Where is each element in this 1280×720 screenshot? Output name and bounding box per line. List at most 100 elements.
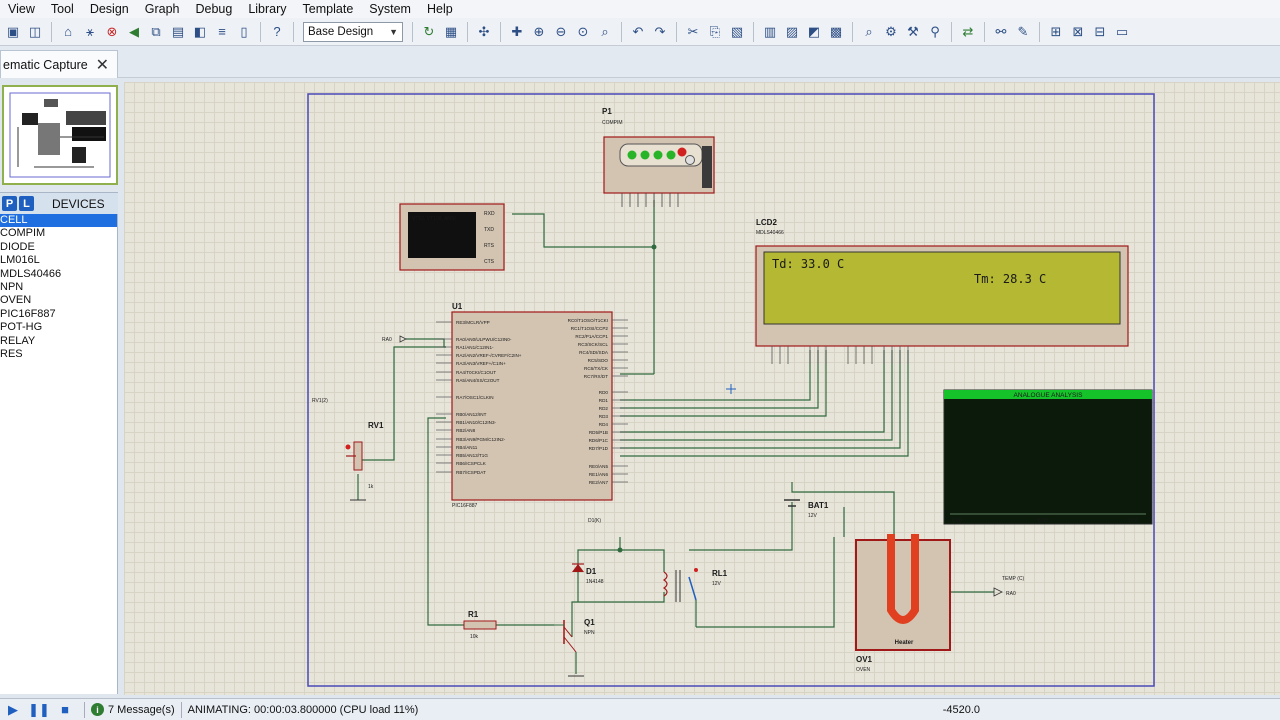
zoom-all-icon[interactable]: ⊙ [577, 23, 589, 39]
potentiometer-rv1[interactable]: RV1(2) RV1 1k [312, 398, 384, 501]
redo-icon[interactable]: ↷ [654, 23, 666, 39]
pan-icon[interactable]: ✚ [511, 23, 523, 39]
wire-autoroute-icon[interactable]: ⇄ [962, 23, 974, 39]
make-device-icon[interactable]: ⚙ [885, 23, 897, 39]
u1-pin-label: RC5/SDO [588, 358, 609, 363]
menu-tool[interactable]: Tool [50, 2, 74, 16]
design-combo-value: Base Design [308, 25, 374, 38]
schematic-icon[interactable]: ⚹ [86, 23, 94, 39]
device-item[interactable]: POT-HG [0, 321, 43, 334]
import-icon[interactable]: ◫ [28, 23, 42, 39]
search-icon[interactable]: ⚯ [995, 23, 1007, 39]
device-item[interactable]: COMPIM [0, 227, 46, 240]
block-copy-icon[interactable]: ▥ [763, 23, 777, 39]
tab-schematic-capture[interactable]: ematic Capture ✕ [0, 50, 118, 78]
u1-pin-label: RD3 [599, 414, 609, 419]
device-item[interactable]: MDLS40466 [0, 267, 62, 280]
home-icon[interactable]: ⌂ [64, 24, 72, 39]
copy-icon[interactable]: ⎘ [709, 23, 721, 39]
rv1-probe: RV1(2) [312, 398, 328, 404]
u1-pin-label: RD2 [599, 406, 609, 411]
q1-type: NPN [584, 630, 595, 636]
pause-button[interactable]: ❚❚ [28, 701, 50, 717]
device-item[interactable]: NPN [0, 280, 24, 293]
u1-pin-label: RB6/ICSPCLK [456, 461, 487, 466]
compim-p1[interactable]: P1 COMPIM [602, 107, 715, 207]
oven-ov1[interactable]: Heater OV1 OVEN [855, 534, 951, 673]
help-icon[interactable]: ? [273, 24, 281, 39]
device-item[interactable]: RES [0, 347, 23, 360]
devices-title: DEVICES [52, 196, 105, 211]
property-icon[interactable]: ✎ [1017, 23, 1029, 39]
document-icon[interactable]: ▯ [240, 23, 248, 39]
u1-pin-label: RA1/AN1/C12IN1- [456, 345, 494, 350]
device-item[interactable]: LM016L [0, 254, 40, 267]
library-button[interactable]: L [19, 196, 34, 211]
menu-library[interactable]: Library [248, 2, 287, 16]
virtual-terminal[interactable]: VT52, VT100, ANSI RXD TXD RTS CTS [399, 203, 505, 271]
origin-icon[interactable]: ✣ [478, 23, 490, 39]
package-icon[interactable]: ⚒ [907, 23, 919, 39]
resistor-r1[interactable]: R1 10k [463, 610, 497, 640]
exit-sheet-icon[interactable]: ⊟ [1094, 23, 1106, 39]
d1-ref: D1 [586, 567, 597, 576]
device-item[interactable]: RELAY [0, 334, 36, 347]
menu-debug[interactable]: Debug [195, 2, 233, 16]
step-button[interactable]: ▶ [8, 701, 18, 717]
pic16f887-u1[interactable]: U1 RE3/MCLR/VPPRA0/AN0/ULPWU/C12IN0-RA1/… [436, 302, 628, 509]
menu-system[interactable]: System [369, 2, 411, 16]
menu-graph[interactable]: Graph [144, 2, 180, 16]
menu-template[interactable]: Template [302, 2, 354, 16]
device-item[interactable]: PIC16F887 [0, 307, 56, 320]
schematic-canvas[interactable]: VT52, VT100, ANSI RXD TXD RTS CTS P1 COM… [124, 82, 1280, 695]
bom-icon[interactable]: ≡ [218, 24, 226, 39]
component-icon[interactable]: ⧉ [151, 23, 161, 39]
zoom-in-icon[interactable]: ⊕ [533, 23, 545, 39]
lcd-display[interactable]: LCD2 MDLS40466 Td: 33.0 C Tm: 28.3 C [755, 218, 1129, 364]
transistor-q1[interactable]: Q1 NPN [550, 618, 595, 677]
device-item[interactable]: CELL [0, 214, 117, 228]
new-sheet-icon[interactable]: ⊞ [1050, 23, 1062, 39]
menu-design[interactable]: Design [89, 2, 129, 16]
block-rotate-icon[interactable]: ◩ [807, 23, 821, 39]
block-move-icon[interactable]: ▨ [785, 23, 799, 39]
pick-icon[interactable]: ⌕ [865, 23, 873, 39]
refresh-icon[interactable]: ↻ [423, 23, 435, 39]
sheet-border [307, 93, 1155, 687]
p1-ref: P1 [602, 107, 612, 116]
zoom-area-icon[interactable]: ⌕ [601, 23, 609, 39]
cut-icon[interactable]: ✂ [687, 23, 699, 39]
u1-pin-label: RB7/ICSPDAT [456, 470, 486, 475]
device-item[interactable]: OVEN [0, 294, 32, 307]
remove-sheet-icon[interactable]: ⊠ [1072, 23, 1084, 39]
paste-icon[interactable]: ▧ [730, 23, 744, 39]
close-icon[interactable]: ✕ [95, 56, 109, 74]
diode-d1[interactable]: D1(K) D1 1N4148 [572, 518, 604, 585]
u1-pin-label: RE1/AN6 [589, 472, 609, 477]
grid-icon[interactable]: ▦ [444, 23, 458, 39]
devices-list[interactable]: CELL COMPIM DIODE LM016L MDLS40466 NPN O… [0, 214, 118, 694]
device-item[interactable]: DIODE [0, 240, 35, 253]
netlist-icon[interactable]: ▭ [1115, 23, 1129, 39]
block-delete-icon[interactable]: ▩ [829, 23, 843, 39]
battery-bat1[interactable]: BAT1 12V [784, 499, 829, 519]
stop-button[interactable]: ■ [61, 702, 69, 717]
3d-icon[interactable]: ◧ [193, 23, 207, 39]
back-icon[interactable]: ◀ [129, 23, 139, 39]
overview-window[interactable] [2, 85, 118, 185]
relay-rl1[interactable]: RL1 12V [662, 568, 728, 602]
u1-left-pins: RE3/MCLR/VPPRA0/AN0/ULPWU/C12IN0-RA1/AN1… [436, 320, 522, 475]
messages-count[interactable]: 7 Message(s) [108, 703, 175, 716]
save-icon[interactable]: ▣ [6, 23, 20, 39]
analogue-analysis-graph[interactable]: ANALOGUE ANALYSIS 0.00 5.00 10.0 [943, 389, 1153, 525]
menu-help[interactable]: Help [426, 2, 453, 16]
menu-view[interactable]: View [8, 2, 35, 16]
decompose-icon[interactable]: ⚲ [930, 23, 940, 39]
pcb-icon[interactable]: ▤ [171, 23, 185, 39]
design-combo[interactable]: Base Design ▼ [303, 21, 403, 42]
pick-devices-button[interactable]: P [2, 196, 17, 211]
u1-pin-label: RB0/AN12/INT [456, 412, 487, 417]
stop-icon[interactable]: ⊗ [106, 23, 118, 39]
zoom-out-icon[interactable]: ⊖ [555, 23, 567, 39]
undo-icon[interactable]: ↶ [632, 23, 644, 39]
